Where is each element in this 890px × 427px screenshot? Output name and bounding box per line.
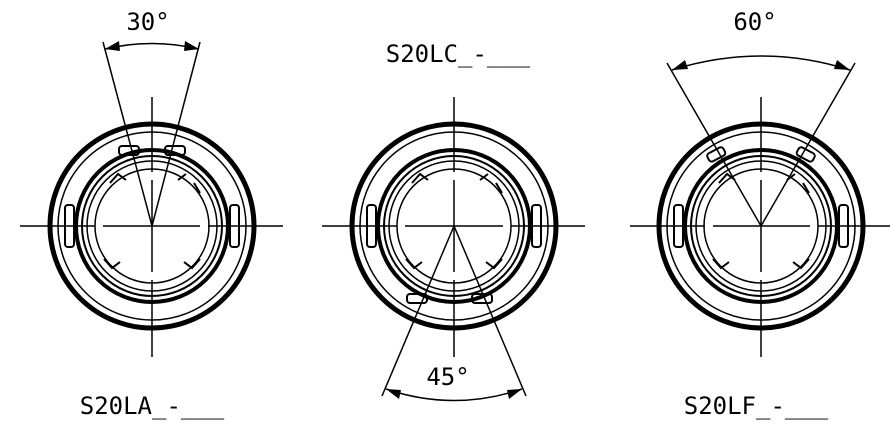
part-label-s20lf: S20LF_-___ [684,392,829,420]
centerline-s20lf [630,97,890,357]
angle-label-s20lf: 60° [733,8,776,36]
view-s20la: 30° S20LA_-___ [20,8,283,420]
angle-dimension-s20lf [666,55,856,227]
connector-body-s20lf [656,121,866,331]
angle-label-s20lc: 45° [426,363,469,391]
view-s20lc: 45° S20LC_-___ [322,40,585,402]
angle-dimension-s20la [102,41,201,227]
connector-body-s20lc [349,121,559,331]
part-label-s20la: S20LA_-___ [80,392,225,420]
view-s20lf: 60° S20LF_-___ [630,8,890,420]
centerline-s20la [20,97,283,357]
angle-label-s20la: 30° [126,8,169,36]
connector-body-s20la [47,121,257,331]
angle-dimension-s20lc [381,225,527,402]
part-label-s20lc: S20LC_-___ [386,40,531,68]
